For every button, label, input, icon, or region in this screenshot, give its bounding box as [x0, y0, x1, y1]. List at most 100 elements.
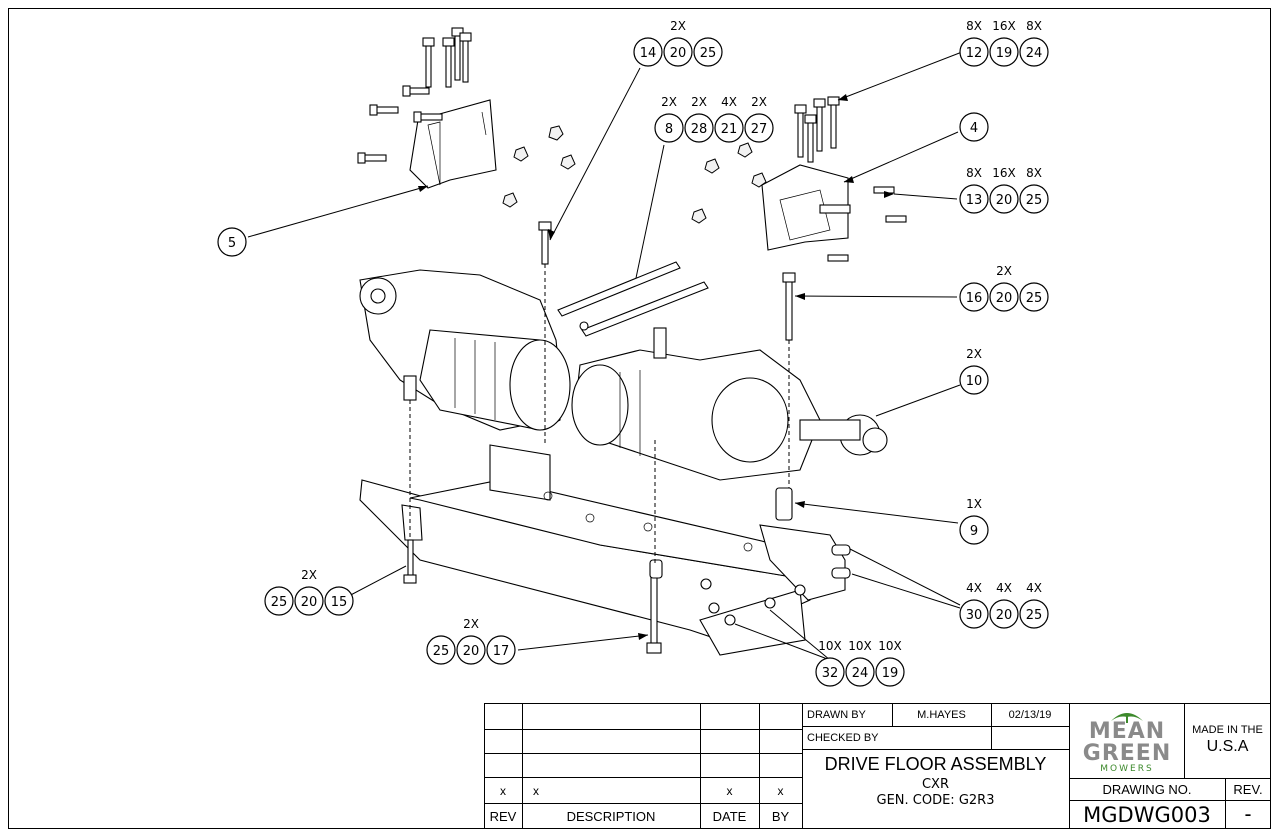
balloon-item-number: 16 — [966, 291, 983, 306]
balloon-quantity: 1X — [966, 497, 982, 511]
made-in-value: U.S.A — [1206, 738, 1249, 755]
balloon-quantity: 4X — [721, 95, 737, 109]
balloon-quantity: 2X — [751, 95, 767, 109]
balloon-item-number: 17 — [493, 644, 510, 659]
drawing-border — [8, 8, 1271, 829]
balloon-quantity: 2X — [670, 19, 686, 33]
balloon-item-number: 8 — [665, 122, 673, 137]
balloon-circle — [959, 184, 989, 214]
balloon-circle — [1019, 37, 1049, 67]
revision-value: - — [1244, 802, 1252, 826]
balloon-quantity: 2X — [301, 568, 317, 582]
balloon-quantity: 8X — [1026, 166, 1042, 180]
balloon-quantity: 2X — [966, 347, 982, 361]
balloon-item-number: 25 — [1026, 291, 1043, 306]
balloon-quantity: 4X — [1026, 581, 1042, 595]
tree-icon — [1111, 712, 1143, 723]
by-header: BY — [771, 808, 790, 824]
balloon-circle — [959, 515, 989, 545]
leader-arrowheads — [418, 94, 894, 640]
gen-code: GEN. CODE: G2R3 — [876, 792, 995, 808]
balloon-quantity: 4X — [966, 581, 982, 595]
balloon-item-number: 20 — [463, 644, 480, 659]
balloon-circle — [744, 113, 774, 143]
logo-green: GREEN — [1082, 740, 1172, 766]
drive-floor-frame — [359, 444, 846, 656]
balloon-item-number: 12 — [966, 46, 983, 61]
made-in-label: MADE IN THE — [1192, 724, 1263, 736]
rev-cell: x — [500, 783, 506, 798]
balloon-group-4: 4 — [959, 112, 989, 142]
model-name: CXR — [921, 776, 949, 792]
balloon-quantity: 4X — [996, 581, 1012, 595]
balloon-quantity: 2X — [463, 617, 479, 631]
bolt-15 — [403, 539, 417, 584]
balloon-circle — [989, 282, 1019, 312]
rev-header: REV — [489, 808, 517, 824]
balloon-circle — [815, 657, 845, 687]
date-cell: x — [726, 783, 733, 798]
rev-label: REV. — [1233, 781, 1263, 797]
balloon-item-number: 19 — [882, 666, 899, 681]
balloon-item-number: 19 — [996, 46, 1013, 61]
drawing-no-label: DRAWING NO. — [1102, 781, 1192, 797]
balloon-item-number: 4 — [970, 121, 978, 136]
balloon-item-number: 20 — [996, 193, 1013, 208]
balloon-item-number: 15 — [331, 595, 348, 610]
part-bracket-5 — [409, 99, 497, 189]
balloon-quantity: 10X — [848, 639, 872, 653]
drawn-by-value: M.HAYES — [917, 708, 966, 721]
drawn-by-label: DRAWN BY — [807, 708, 866, 721]
balloon-item-number: 24 — [1026, 46, 1043, 61]
balloon-group-10: 10 2X — [959, 347, 989, 395]
balloon-group-9: 91X — [959, 497, 989, 545]
description-cell: x — [533, 783, 539, 798]
balloon-item-number: 20 — [301, 595, 318, 610]
balloon-quantity: 8X — [966, 166, 982, 180]
drawn-date: 02/13/19 — [1008, 708, 1052, 721]
bolt-14 — [538, 221, 552, 265]
drawing-title: DRIVE FLOOR ASSEMBLY — [824, 753, 1047, 774]
balloon-circle — [989, 37, 1019, 67]
balloon-item-number: 28 — [691, 122, 708, 137]
balloon-circle — [693, 37, 723, 67]
balloon-quantity: 8X — [1026, 19, 1042, 33]
bolts-top-left — [357, 27, 472, 164]
date-header: DATE — [712, 808, 747, 824]
logo-mean: MEAN — [1088, 718, 1166, 744]
bolt-16 — [782, 272, 796, 341]
balloon-circle — [663, 37, 693, 67]
balloon-item-number: 5 — [228, 236, 236, 251]
balloon-quantity: 2X — [691, 95, 707, 109]
rods-8 — [557, 261, 709, 337]
balloon-circle — [294, 586, 324, 616]
balloon-circle — [959, 37, 989, 67]
drive-motor-left — [359, 269, 571, 431]
balloon-circle — [959, 112, 989, 142]
balloon-circle — [959, 282, 989, 312]
balloon-circle — [959, 599, 989, 629]
balloon-item-number: 25 — [1026, 193, 1043, 208]
title-block: x x x x REV DESCRIPTION DATE BY DRAWN BY… — [484, 703, 1271, 829]
balloon-group-25-20-17: 25 20 2X 17 — [426, 617, 516, 665]
by-cell: x — [777, 783, 784, 798]
balloon-circle — [989, 184, 1019, 214]
bolts-top-right — [794, 96, 907, 262]
balloon-quantity: 2X — [996, 264, 1012, 278]
balloon-circle — [633, 37, 663, 67]
balloon-item-number: 14 — [640, 46, 657, 61]
balloon-item-number: 10 — [966, 374, 983, 389]
company-logo: MEAN GREEN MOWERS — [1070, 705, 1184, 777]
balloon-quantity: 16X — [992, 166, 1016, 180]
logo-mowers: MOWERS — [1100, 763, 1154, 774]
balloon-item-number: 25 — [271, 595, 288, 610]
balloon-item-number: 20 — [996, 608, 1013, 623]
bracket-4 — [761, 164, 851, 251]
balloon-circle — [959, 365, 989, 395]
balloon-item-number: 25 — [433, 644, 450, 659]
